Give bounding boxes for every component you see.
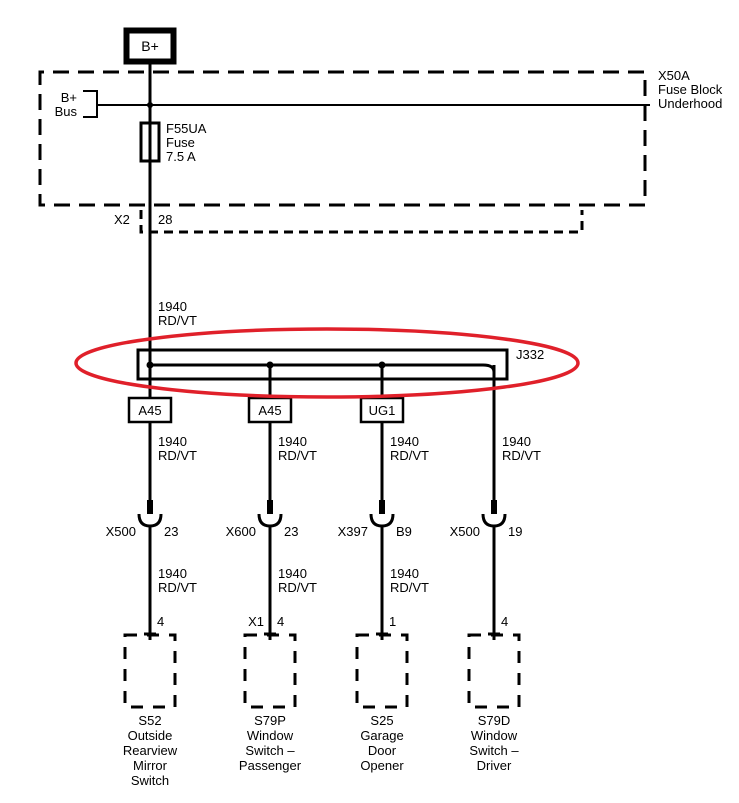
connector-terminal	[491, 500, 497, 514]
lower-wire-circuit: 1940	[158, 566, 187, 581]
device-id: S79P	[254, 713, 286, 728]
connector-terminal	[147, 500, 153, 514]
fuse-type: Fuse	[166, 135, 195, 150]
device-pin: 4	[157, 614, 164, 629]
option-label: UG1	[369, 403, 396, 418]
device-name-line: Door	[368, 743, 397, 758]
device-name-line: Switch –	[245, 743, 295, 758]
upper-wire-color: RD/VT	[158, 448, 197, 463]
connector-x2-id: X2	[114, 212, 130, 227]
lower-wire-color: RD/VT	[278, 580, 317, 595]
upper-wire-color: RD/VT	[278, 448, 317, 463]
device-name-line: Window	[471, 728, 518, 743]
b-plus-box	[123, 27, 177, 65]
device-name-line: Switch –	[469, 743, 519, 758]
connector-terminal	[379, 500, 385, 514]
connector-x2-pin: 28	[158, 212, 172, 227]
fuse-id: F55UA	[166, 121, 207, 136]
option-box	[247, 396, 293, 424]
upper-wire-circuit: 1940	[390, 434, 419, 449]
connector-pin: B9	[396, 524, 412, 539]
connector-cup	[481, 513, 507, 528]
connector-id: X500	[450, 524, 480, 539]
fuse-block-name-line1: Fuse Block	[658, 82, 723, 97]
bus-bracket	[83, 90, 98, 118]
device-id: S25	[370, 713, 393, 728]
device-pin: 4	[501, 614, 508, 629]
device-id: S52	[138, 713, 161, 728]
option-box	[127, 396, 173, 424]
device-pin: 4	[277, 614, 284, 629]
device-box	[355, 633, 409, 709]
b-plus-source: B+	[123, 27, 177, 65]
splice-bus-end	[482, 363, 496, 373]
device-name-line: Mirror	[133, 758, 168, 773]
device-box	[243, 633, 297, 709]
upper-wire-color: RD/VT	[502, 448, 541, 463]
device-name-line: Opener	[360, 758, 404, 773]
bus-label-line2: Bus	[55, 104, 78, 119]
connector-id: X500	[106, 524, 136, 539]
connector-pin: 19	[508, 524, 522, 539]
splice-j332: J332	[136, 347, 544, 381]
lower-wire-color: RD/VT	[158, 580, 197, 595]
device-name-line: Switch	[131, 773, 169, 788]
splice-pack	[136, 348, 509, 381]
device-name-line: Garage	[360, 728, 403, 743]
fuse-f55ua: F55UA Fuse 7.5 A	[139, 121, 207, 164]
connector-cup	[257, 513, 283, 528]
device-name-line: Rearview	[123, 743, 178, 758]
connector-cup	[137, 513, 163, 528]
lower-wire-circuit: 1940	[390, 566, 419, 581]
fuse-block-outline	[38, 70, 647, 207]
option-box	[359, 396, 405, 424]
device-name-line: Window	[247, 728, 294, 743]
b-plus-label: B+	[141, 38, 159, 54]
fuse-rating: 7.5 A	[166, 149, 196, 164]
fuse-block-id: X50A	[658, 68, 690, 83]
highlight-ellipse	[74, 327, 580, 399]
connector-pin: 23	[284, 524, 298, 539]
option-label: A45	[258, 403, 281, 418]
upper-wire-circuit: 1940	[502, 434, 531, 449]
device-box	[467, 633, 521, 709]
connector-pin: 23	[164, 524, 178, 539]
upper-wire-circuit: 1940	[278, 434, 307, 449]
device-name-line: Driver	[477, 758, 512, 773]
connector-cup	[369, 513, 395, 528]
lower-wire-color: RD/VT	[390, 580, 429, 595]
splice-id: J332	[516, 347, 544, 362]
connector-x2: X2 28	[114, 210, 584, 234]
bus-label-line1: B+	[61, 90, 77, 105]
device-name-line: Outside	[128, 728, 173, 743]
upper-wire-color: RD/VT	[390, 448, 429, 463]
device-connector-id: X1	[248, 614, 264, 629]
device-name-line: Passenger	[239, 758, 302, 773]
feed-wire-color: RD/VT	[158, 313, 197, 328]
upper-wire-circuit: 1940	[158, 434, 187, 449]
option-label: A45	[138, 403, 161, 418]
device-box	[123, 633, 177, 709]
connector-terminal	[267, 500, 273, 514]
lower-wire-circuit: 1940	[278, 566, 307, 581]
fuse-block-x50a: X50A Fuse Block Underhood B+ Bus	[38, 68, 723, 207]
device-id: S79D	[478, 713, 511, 728]
connector-x2-outline	[139, 210, 584, 234]
connector-id: X397	[338, 524, 368, 539]
fuse-block-name-line2: Underhood	[658, 96, 722, 111]
feed-wire-circuit: 1940	[158, 299, 187, 314]
connector-id: X600	[226, 524, 256, 539]
device-pin: 1	[389, 614, 396, 629]
